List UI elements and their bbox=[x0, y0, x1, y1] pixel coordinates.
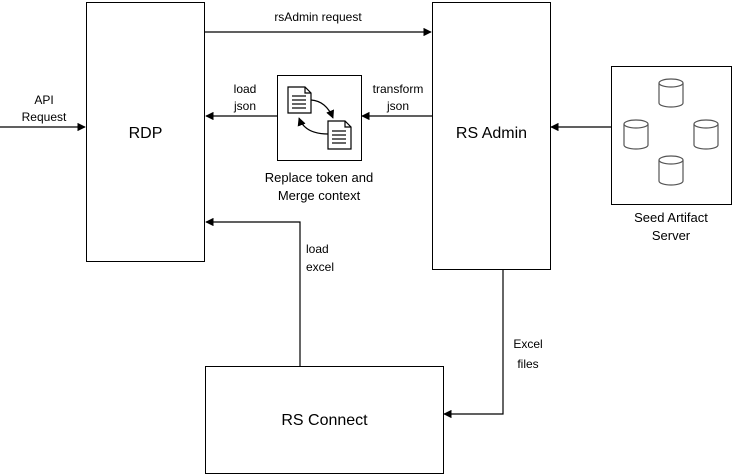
rs-admin-label: RS Admin bbox=[456, 125, 527, 142]
api-request-line1: API bbox=[34, 93, 53, 107]
edge-api-request: API Request bbox=[0, 93, 86, 132]
load-json-line2: json bbox=[233, 99, 256, 113]
document-merge-icon bbox=[287, 86, 352, 150]
database-cylinders-icon bbox=[623, 78, 719, 186]
rsadmin-request-label: rsAdmin request bbox=[274, 10, 362, 24]
api-request-line2: Request bbox=[22, 110, 67, 124]
transform-json-line1: transform bbox=[373, 82, 424, 96]
transform-json-line2: json bbox=[386, 99, 409, 113]
rdp-node: RDP bbox=[86, 2, 205, 262]
load-json-line1: load bbox=[234, 82, 257, 96]
seed-artifact-server-node: Seed Artifact Server bbox=[611, 66, 732, 243]
edge-transform-json: transform json bbox=[361, 82, 432, 121]
seed-server-caption-line1: Seed Artifact bbox=[634, 210, 708, 225]
rs-connect-node: RS Connect bbox=[205, 366, 444, 474]
transform-node: Replace token and Merge context bbox=[265, 75, 373, 203]
transform-caption-line1: Replace token and bbox=[265, 170, 373, 185]
excel-files-line1: Excel bbox=[513, 337, 542, 351]
rs-admin-node: RS Admin bbox=[432, 2, 551, 270]
load-excel-line1: load bbox=[306, 242, 329, 256]
edge-rsadmin-request: rsAdmin request bbox=[205, 10, 432, 37]
edge-excel-files: Excel files bbox=[443, 270, 543, 419]
transform-caption-line2: Merge context bbox=[278, 188, 361, 203]
seed-server-caption-line2: Server bbox=[652, 228, 691, 243]
rs-connect-label: RS Connect bbox=[281, 412, 368, 429]
load-excel-line2: excel bbox=[306, 260, 334, 274]
edge-load-json: load json bbox=[205, 82, 277, 121]
edge-load-excel: load excel bbox=[205, 217, 334, 366]
rdp-label: RDP bbox=[129, 125, 163, 142]
excel-files-line2: files bbox=[517, 357, 538, 371]
